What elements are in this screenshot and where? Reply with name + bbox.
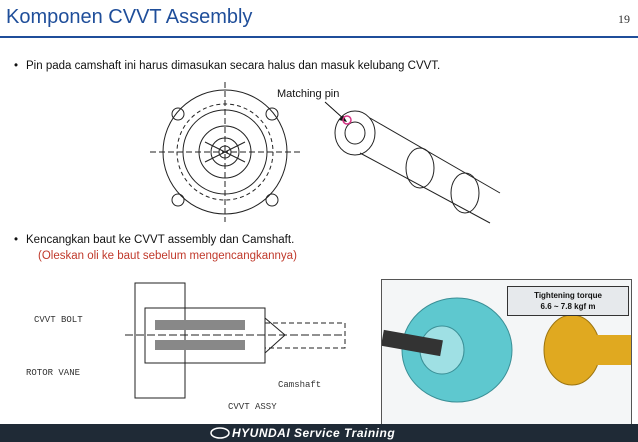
page-number: 19	[618, 12, 630, 26]
rotor-vane-label: ROTOR VANE	[26, 368, 81, 378]
sprocket-diagram	[150, 82, 300, 222]
camshaft-drawing	[334, 110, 501, 224]
footer-bar: HYUNDAI Service Training	[0, 424, 638, 442]
camshaft-label: Camshaft	[278, 380, 322, 390]
bullet-dot-icon: •	[14, 60, 19, 72]
cvvt-section-diagram	[125, 282, 346, 399]
cvvt-assy-label: CVVT ASSY	[228, 402, 277, 412]
bullet-item-2: • Kencangkan baut ke CVVT assembly dan Ca…	[14, 234, 294, 246]
footer-brand: HYUNDAI Service Training	[232, 426, 396, 440]
cvvt-bolt-label: CVVT BOLT	[34, 315, 83, 325]
page-title: Komponen CVVT Assembly	[6, 6, 253, 28]
oil-note: (Oleskan oli ke baut sebelum mengencangk…	[38, 250, 297, 262]
torque-spec-box: Tightening torque 6.6 ~ 7.8 kgf m	[507, 286, 629, 316]
bullet-dot-icon: •	[14, 234, 19, 246]
hyundai-logo-icon	[210, 427, 230, 439]
torque-line-2: 6.6 ~ 7.8 kgf m	[540, 302, 596, 311]
bullet-text-1: Pin pada camshaft ini harus dimasukan se…	[26, 60, 441, 72]
title-divider	[0, 36, 638, 38]
cvvt-photo: Tightening torque 6.6 ~ 7.8 kgf m	[381, 279, 632, 426]
bullet-item-1: • Pin pada camshaft ini harus dimasukan s…	[14, 60, 440, 72]
cvvt-photo-art	[382, 297, 631, 403]
bullet-text-2: Kencangkan baut ke CVVT assembly dan Cam…	[26, 234, 295, 246]
matching-pin-label: Matching pin	[277, 88, 340, 100]
torque-line-1: Tightening torque	[534, 291, 602, 300]
